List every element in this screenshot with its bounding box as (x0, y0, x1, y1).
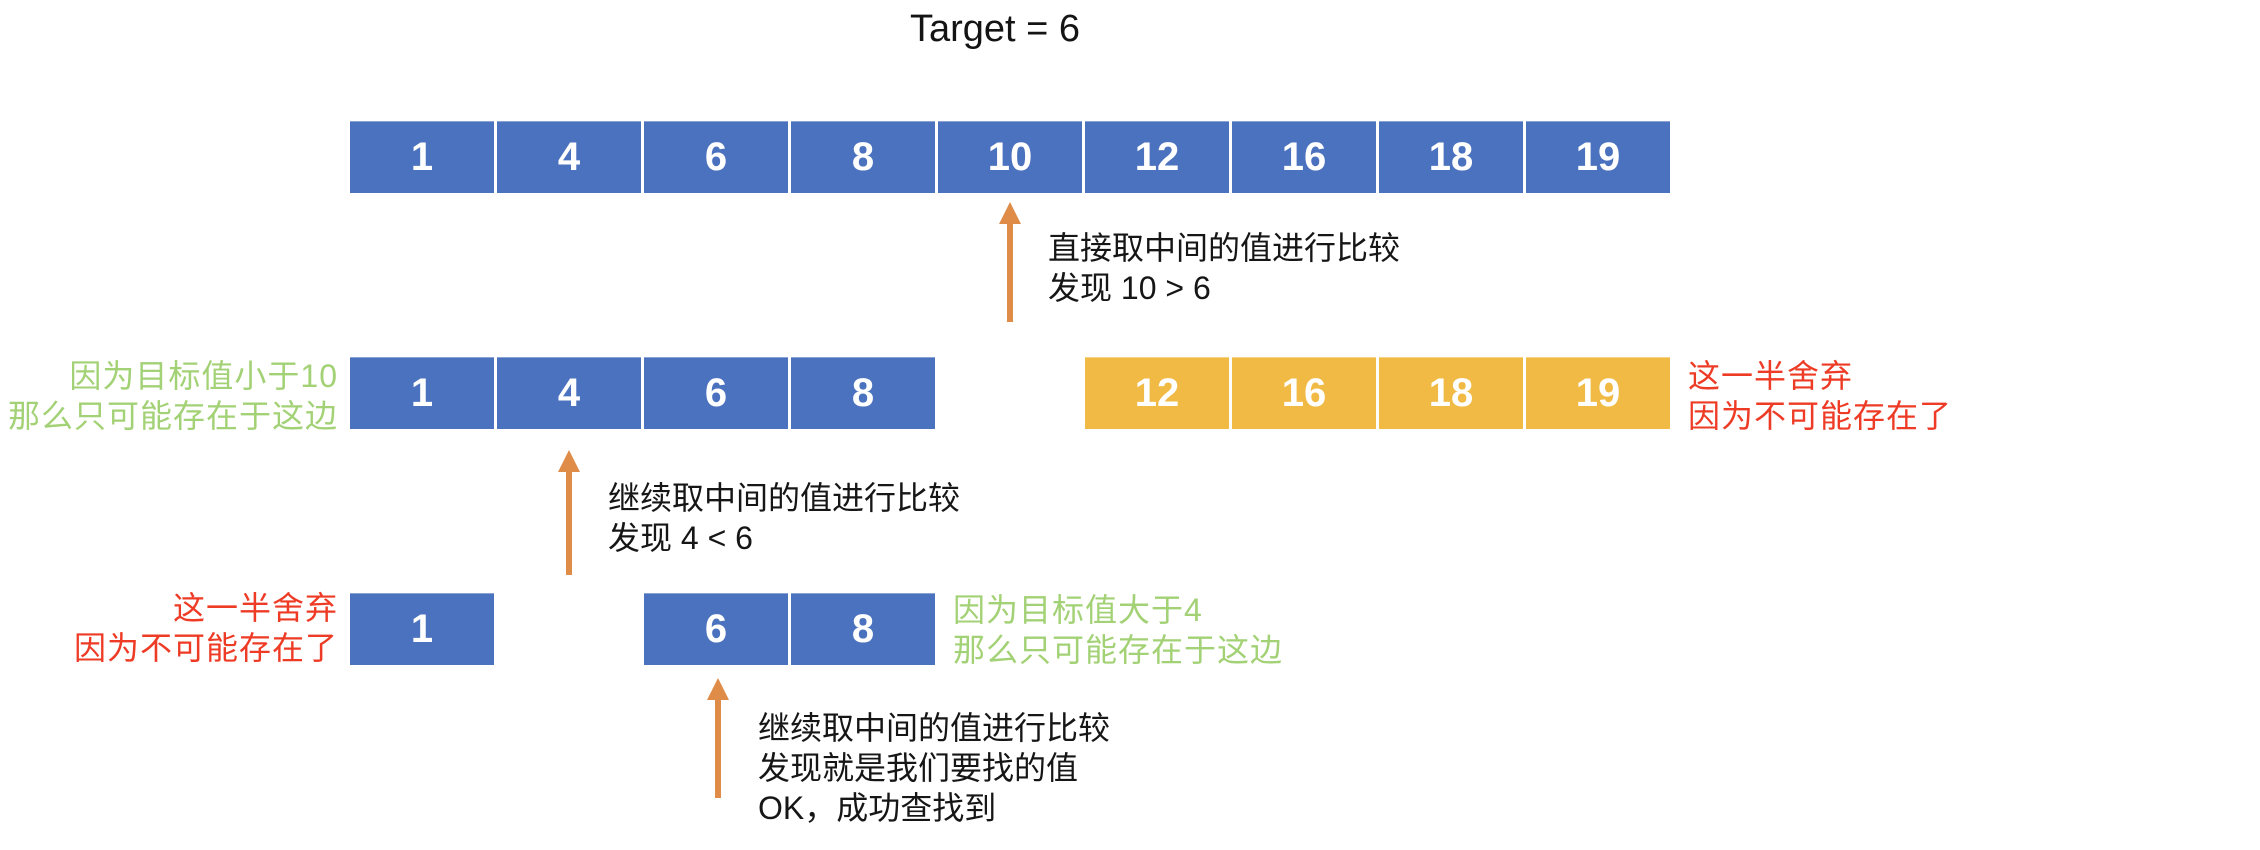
array-cell: 1 (350, 593, 494, 665)
array-cell: 16 (1232, 357, 1376, 429)
array-cell: 12 (1085, 121, 1229, 193)
text-line: 发现就是我们要找的值 (758, 750, 1079, 786)
text-line: 这一半舍弃 (1688, 358, 1854, 394)
array-cell: 6 (644, 357, 788, 429)
step2-annotation: 继续取中间的值进行比较发现 4 < 6 (608, 478, 960, 558)
text-line: 因为目标值小于10 (69, 358, 338, 394)
arrow-shaft (1007, 224, 1013, 322)
array-cell: 18 (1379, 357, 1523, 429)
text-line: 因为不可能存在了 (1688, 398, 1953, 434)
arrow-shaft (566, 472, 572, 575)
text-line: 这一半舍弃 (172, 590, 338, 626)
text-line: 发现 10 > 6 (1048, 270, 1211, 306)
text-line: 因为目标值大于4 (953, 592, 1203, 628)
text-line: 因为不可能存在了 (73, 630, 338, 666)
arrow-head-icon (558, 450, 580, 472)
text-line: 发现 4 < 6 (608, 520, 753, 556)
label-discard-right-half: 这一半舍弃因为不可能存在了 (1688, 356, 1952, 436)
step1-annotation: 直接取中间的值进行比较发现 10 > 6 (1048, 228, 1400, 308)
label-keep-right-pair: 因为目标值大于4 那么只可能存在于这边 (953, 590, 1283, 670)
array-cell: 8 (791, 121, 935, 193)
text-line: 继续取中间的值进行比较 (608, 480, 961, 516)
array-cell: 6 (644, 593, 788, 665)
array-cell: 19 (1526, 121, 1670, 193)
array-cell: 4 (497, 121, 641, 193)
array-cell: 8 (791, 593, 935, 665)
array-cell: 18 (1379, 121, 1523, 193)
array-cell: 12 (1085, 357, 1229, 429)
array-row3-discarded-left: 1 (350, 593, 494, 665)
array-cell: 10 (938, 121, 1082, 193)
text-line: 那么只可能存在于这边 (953, 632, 1284, 668)
array-cell: 6 (644, 121, 788, 193)
label-discard-left-cell: 这一半舍弃因为不可能存在了 (0, 588, 338, 668)
arrow-up-to-10-icon (999, 202, 1021, 322)
text-line: OK，成功查找到 (758, 790, 997, 826)
arrow-head-icon (999, 202, 1021, 224)
step3-annotation: 继续取中间的值进行比较发现就是我们要找的值 OK，成功查找到 (758, 708, 1110, 828)
arrow-head-icon (707, 678, 729, 700)
text-line: 直接取中间的值进行比较 (1048, 230, 1401, 266)
array-cell: 4 (497, 357, 641, 429)
label-keep-left-half: 因为目标值小于10 那么只可能存在于这边 (0, 356, 338, 436)
page-title: Target = 6 (909, 8, 1081, 50)
arrow-up-to-6-icon (707, 678, 729, 798)
text-line: 继续取中间的值进行比较 (758, 710, 1111, 746)
arrow-shaft (715, 700, 721, 798)
text-line: 那么只可能存在于这边 (7, 398, 338, 434)
array-cell: 8 (791, 357, 935, 429)
array-cell: 1 (350, 357, 494, 429)
array-cell: 19 (1526, 357, 1670, 429)
array-cell: 1 (350, 121, 494, 193)
arrow-up-to-4-icon (558, 450, 580, 575)
array-cell: 16 (1232, 121, 1376, 193)
